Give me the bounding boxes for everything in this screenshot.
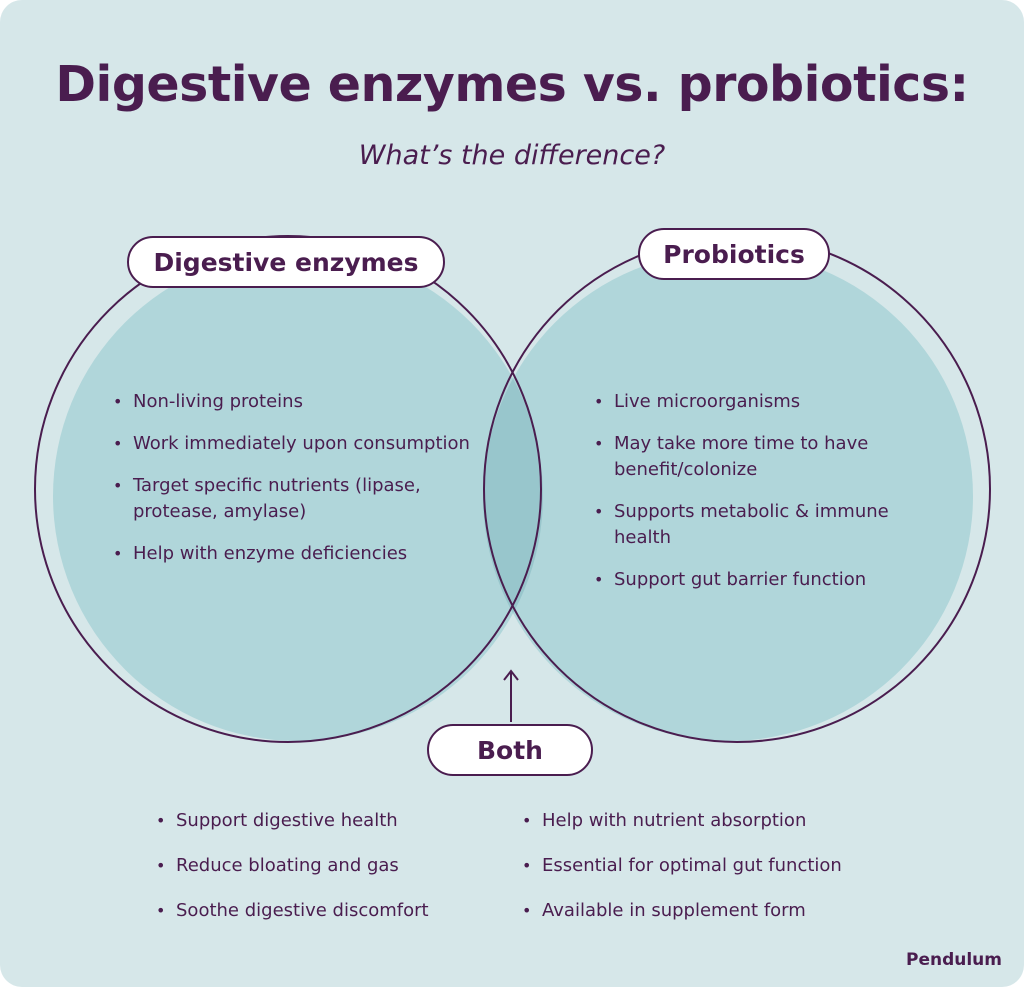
- probiotics-list: Live microorganisms May take more time t…: [594, 389, 934, 609]
- page-title: Digestive enzymes vs. probiotics:: [55, 56, 969, 113]
- list-item: Live microorganisms: [594, 389, 934, 415]
- both-list-column-2: Help with nutrient absorption Essential …: [522, 808, 922, 943]
- brand-logo: Pendulum: [905, 950, 1002, 970]
- list-item: Help with nutrient absorption: [522, 808, 922, 834]
- probiotics-circle-fill: [483, 251, 973, 741]
- list-item: Reduce bloating and gas: [156, 853, 496, 879]
- page-subtitle: What’s the difference?: [358, 140, 666, 171]
- list-item: Work immediately upon consumption: [113, 431, 493, 457]
- list-item: Supports metabolic & immune health: [594, 499, 934, 551]
- list-item: Soothe digestive discomfort: [156, 898, 496, 924]
- both-list-column-1: Support digestive health Reduce bloating…: [156, 808, 496, 943]
- enzymes-list: Non-living proteins Work immediately upo…: [113, 389, 493, 583]
- list-item: Target specific nutrients (lipase, prote…: [113, 473, 493, 525]
- probiotics-label: Probiotics: [638, 228, 830, 280]
- list-item: Essential for optimal gut function: [522, 853, 922, 879]
- list-item: Available in supplement form: [522, 898, 922, 924]
- list-item: Non-living proteins: [113, 389, 493, 415]
- both-arrow-head: [503, 669, 519, 681]
- both-label: Both: [427, 724, 593, 776]
- list-item: Support digestive health: [156, 808, 496, 834]
- list-item: Help with enzyme deficiencies: [113, 541, 493, 567]
- enzymes-label: Digestive enzymes: [127, 236, 445, 288]
- list-item: Support gut barrier function: [594, 567, 934, 593]
- list-item: May take more time to have benefit/colon…: [594, 431, 934, 483]
